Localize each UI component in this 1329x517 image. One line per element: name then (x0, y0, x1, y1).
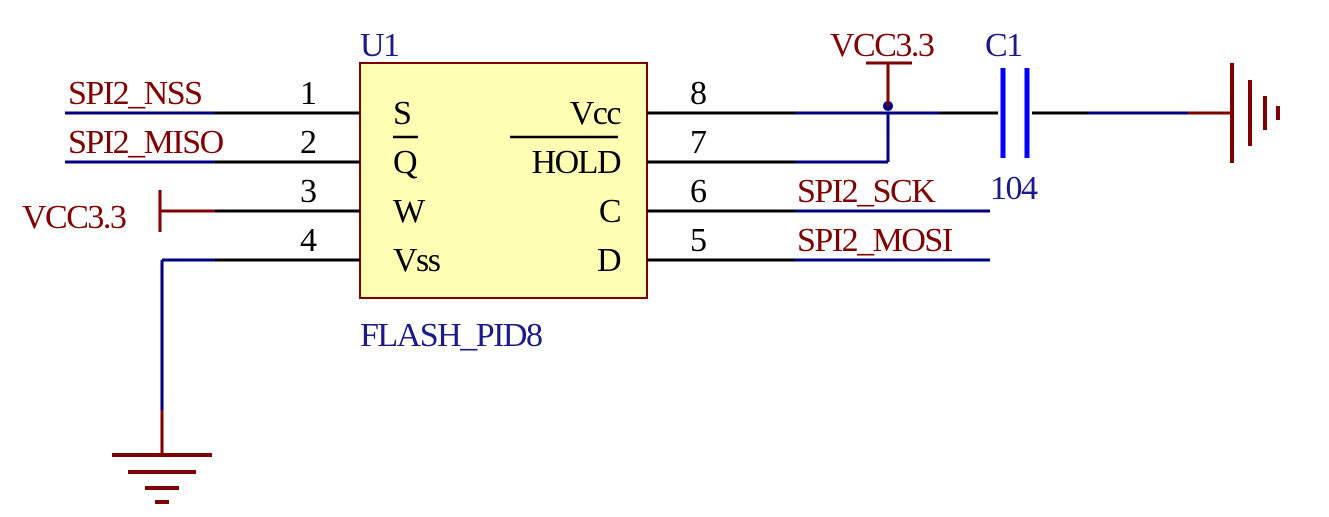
vcc-left-label: VCC3.3 (22, 199, 126, 236)
pin-number-2: 2 (300, 124, 316, 161)
net-label-mosi: SPI2_MOSI (797, 222, 953, 259)
pin-number-7: 7 (690, 124, 707, 161)
pin-name-hold: HOLD (532, 144, 621, 181)
u1-part-name: FLASH_PID8 (360, 317, 542, 354)
pin-name-w: W (393, 193, 426, 230)
pin-name-s: S (393, 95, 410, 132)
vcc-top-label: VCC3.3 (830, 27, 934, 64)
pin-name-c: C (599, 193, 620, 230)
pin-number-3: 3 (300, 173, 316, 210)
u1-body[interactable] (359, 62, 648, 299)
pin-name-vss: Vss (393, 242, 440, 279)
pin-name-d: D (597, 242, 621, 279)
c1-designator: C1 (985, 27, 1022, 64)
c1-value: 104 (990, 170, 1038, 207)
pin-number-8: 8 (690, 75, 706, 112)
pin-number-1: 1 (300, 75, 316, 112)
net-label-sck: SPI2_SCK (797, 173, 936, 210)
u1-designator: U1 (360, 27, 399, 64)
pin-number-5: 5 (690, 222, 706, 259)
pin-name-vcc: Vcc (570, 95, 622, 132)
pin-name-q: Q (393, 144, 417, 181)
pin-number-6: 6 (690, 173, 706, 210)
net-label-nss: SPI2_NSS (68, 75, 202, 112)
net-label-miso: SPI2_MISO (68, 124, 224, 161)
pin-number-4: 4 (300, 222, 317, 259)
